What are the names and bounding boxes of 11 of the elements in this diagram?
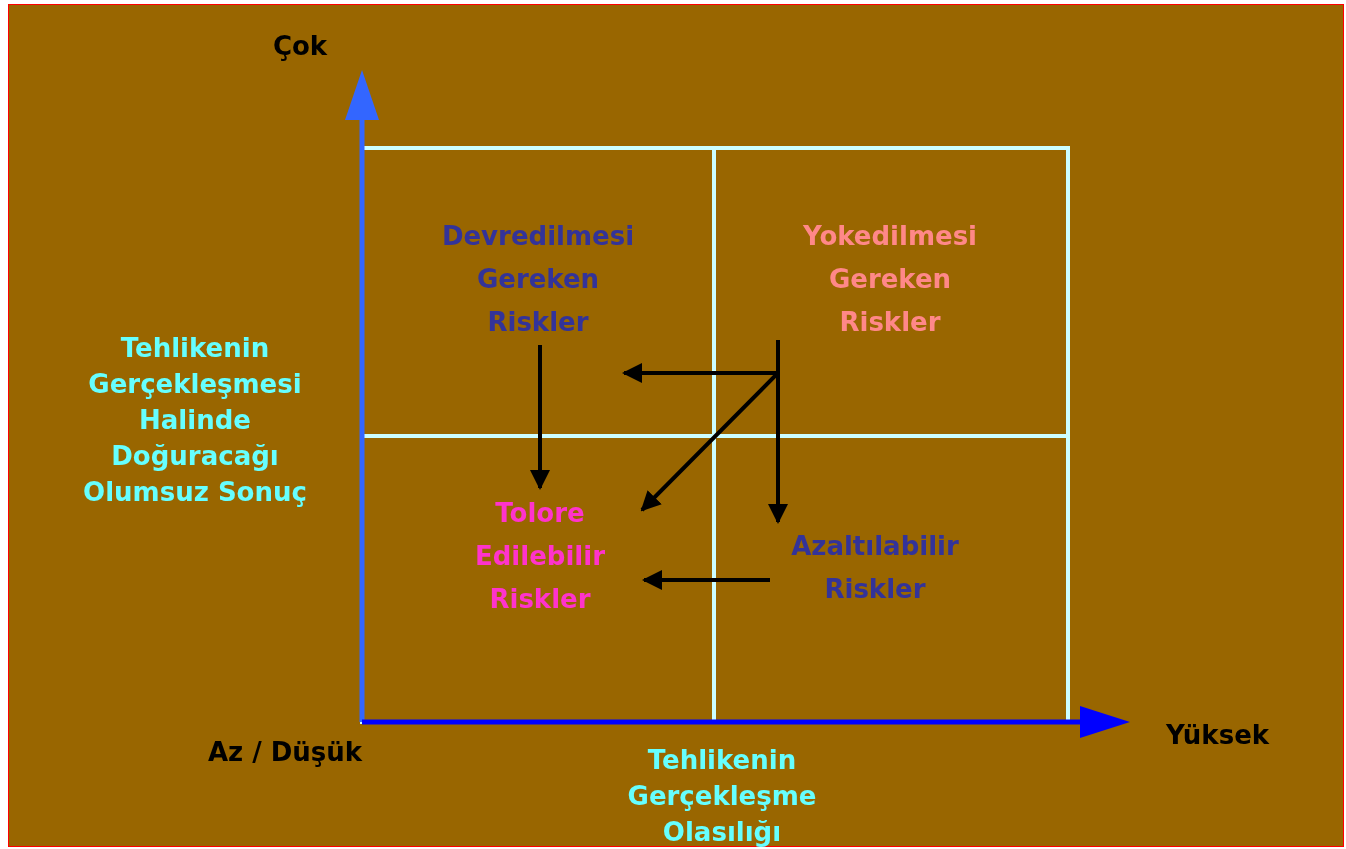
axis-end-label: Az / Düşük (206, 736, 364, 769)
risk-label: Azaltılabilir Riskler (770, 525, 980, 611)
risk-label: Devredilmesi Gereken Riskler (438, 215, 638, 344)
risk-label: Tolore Edilebilir Riskler (440, 492, 640, 621)
axis-end-label: Yüksek (1164, 719, 1271, 752)
arrow (642, 570, 770, 590)
axis-end-label: Çok (271, 30, 329, 63)
axis-title: Tehlikenin Gerçekleşmesi Halinde Doğuracağı Olumsuz Sonuç (82, 332, 308, 509)
risk-label: Yokedilmesi Gereken Riskler (790, 215, 990, 344)
axis-title: Tehlikenin Gerçekleşme Olasılığı (626, 744, 818, 849)
arrow (530, 345, 550, 490)
